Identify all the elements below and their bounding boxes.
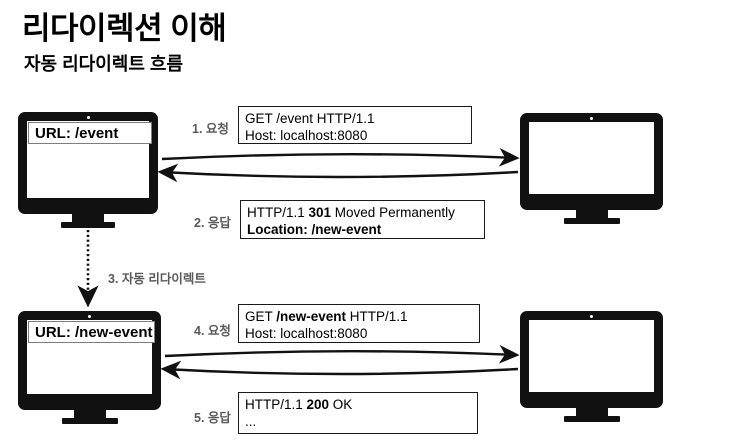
arrow-response-2	[160, 360, 519, 380]
monitor-neck	[576, 210, 608, 220]
response-1-status-code: 301	[308, 205, 332, 220]
response-2-status-text: OK	[329, 397, 353, 412]
message-box-request-2: GET /new-event HTTP/1.1 Host: localhost:…	[238, 304, 480, 343]
message-box-response-1: HTTP/1.1 301 Moved Permanently Location:…	[240, 200, 485, 239]
step-label-5: 5. 응답	[194, 411, 231, 425]
webcam-dot-icon	[88, 315, 91, 318]
page-title: 리다이렉션 이해	[22, 11, 227, 46]
response-2-line-1: HTTP/1.1 200 OK	[245, 396, 471, 413]
message-box-response-2: HTTP/1.1 200 OK ...	[238, 392, 478, 434]
arrow-request-1	[161, 147, 520, 167]
request-2-path: /new-event	[276, 309, 347, 324]
monitor-screen	[529, 122, 654, 194]
monitor-foot	[62, 418, 118, 424]
request-2-version: HTTP/1.1	[346, 309, 408, 324]
request-1-line-1: GET /event HTTP/1.1	[245, 110, 465, 127]
client-monitor-top-stand	[18, 214, 158, 228]
response-1-line-1: HTTP/1.1 301 Moved Permanently	[247, 204, 478, 221]
arrow-response-1	[157, 163, 519, 183]
webcam-dot-icon	[86, 116, 90, 119]
request-2-line-1: GET /new-event HTTP/1.1	[245, 308, 473, 325]
page-subtitle: 자동 리다이렉트 흐름	[24, 54, 184, 74]
monitor-neck	[72, 214, 104, 224]
url-bar-top[interactable]: URL: /event	[28, 122, 152, 144]
step-label-4: 4. 요청	[194, 324, 231, 338]
monitor-screen	[529, 320, 654, 392]
request-1-line-1-text: GET /event HTTP/1.1	[245, 111, 375, 126]
monitor-neck	[74, 410, 106, 420]
request-1-line-2-text: Host: localhost:8080	[245, 128, 368, 143]
response-2-line-2: ...	[245, 414, 257, 429]
url-bar-top-text: URL: /event	[35, 124, 119, 142]
webcam-dot-icon	[590, 117, 593, 120]
request-2-line-2: Host: localhost:8080	[245, 326, 368, 341]
url-bar-bottom[interactable]: URL: /new-event	[28, 321, 155, 343]
webcam-dot-icon	[590, 315, 593, 318]
response-2-status-prefix: HTTP/1.1	[245, 397, 307, 412]
response-1-line-2: Location: /new-event	[247, 222, 382, 237]
server-monitor-bottom-stand	[520, 408, 663, 422]
message-box-request-1: GET /event HTTP/1.1 Host: localhost:8080	[238, 106, 472, 144]
response-1-status-prefix: HTTP/1.1	[247, 205, 309, 220]
monitor-foot	[564, 416, 620, 422]
step-label-2: 2. 응답	[194, 216, 231, 230]
response-2-status-code: 200	[306, 397, 330, 412]
monitor-foot	[61, 222, 115, 228]
monitor-foot	[564, 218, 620, 224]
step-label-3: 3. 자동 리다이렉트	[108, 272, 206, 286]
server-monitor-top	[520, 113, 663, 210]
arrow-request-2	[164, 344, 520, 364]
request-1-line-2: Host: localhost:8080	[245, 127, 465, 144]
request-2-method: GET	[245, 309, 277, 324]
step-label-1: 1. 요청	[192, 122, 229, 136]
url-bar-bottom-text: URL: /new-event	[35, 323, 153, 341]
response-1-status-text: Moved Permanently	[331, 205, 455, 220]
server-monitor-top-stand	[520, 210, 663, 224]
monitor-neck	[576, 408, 608, 418]
server-monitor-bottom	[520, 311, 663, 408]
client-monitor-bottom-stand	[18, 410, 161, 424]
